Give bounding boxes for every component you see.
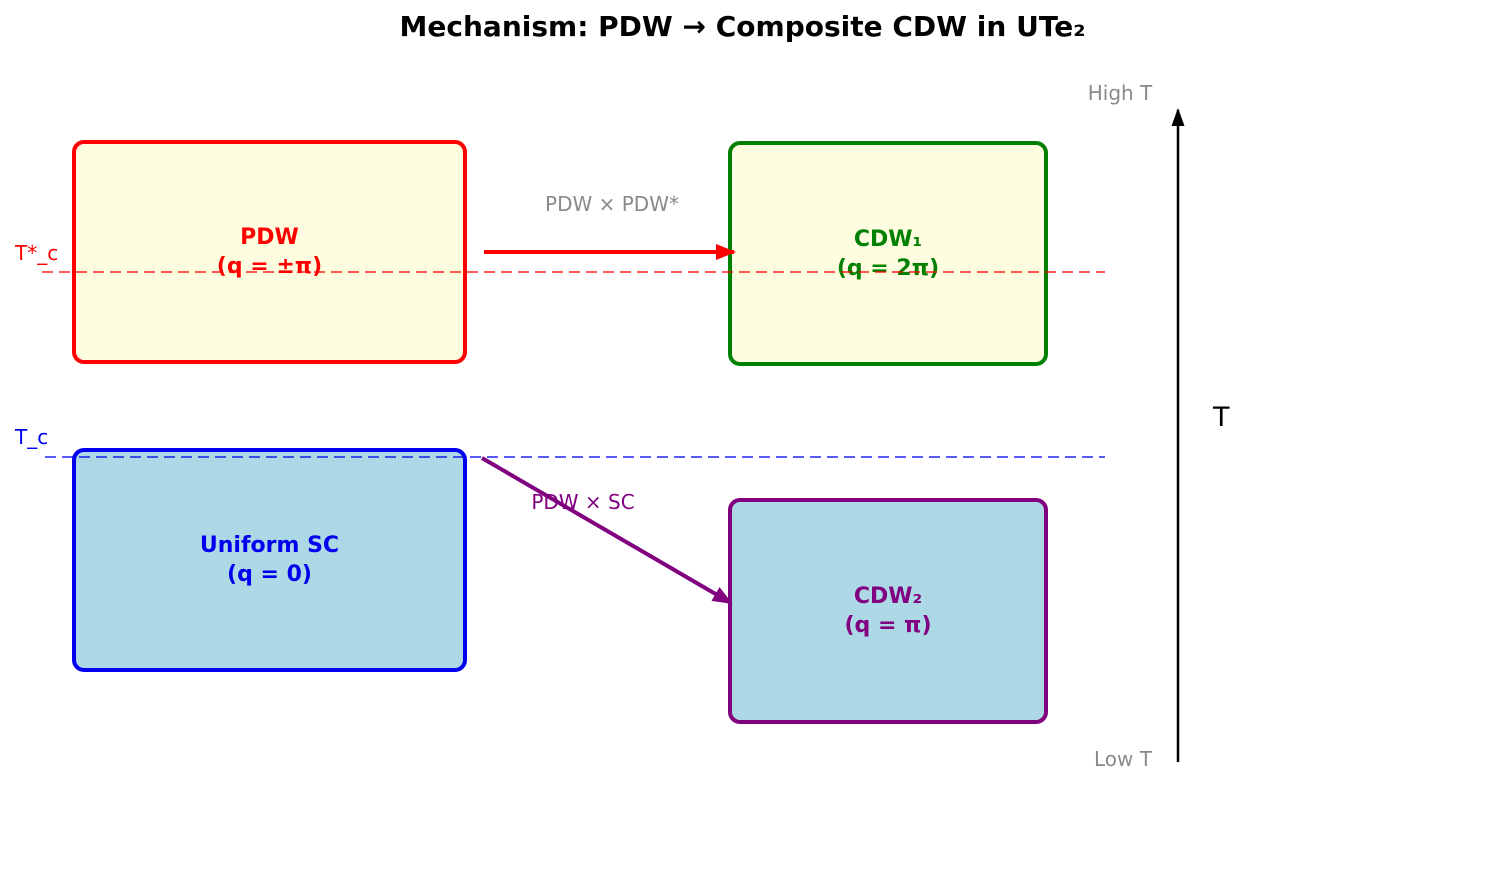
cdw2-box-wavevector: (q = π) bbox=[844, 613, 932, 638]
low-temperature-label: Low T bbox=[1094, 747, 1152, 771]
high-temperature-label: High T bbox=[1087, 81, 1153, 105]
cdw2-box-name: CDW₂ bbox=[853, 584, 923, 609]
cdw1-phase-box: CDW₁ (q = 2π) bbox=[728, 141, 1048, 366]
pdw-phase-box: PDW (q = ±π) bbox=[72, 140, 467, 364]
uniform-sc-phase-box: Uniform SC (q = 0) bbox=[72, 448, 467, 672]
t-star-c-transition-label: T*_c bbox=[15, 241, 59, 265]
sc-box-wavevector: (q = 0) bbox=[227, 562, 312, 587]
pdw-times-pdw-arrow-label: PDW × PDW* bbox=[545, 192, 679, 216]
temperature-axis-label: T bbox=[1213, 402, 1230, 433]
cdw2-phase-box: CDW₂ (q = π) bbox=[728, 498, 1048, 724]
sc-box-name: Uniform SC bbox=[199, 533, 340, 558]
cdw1-box-name: CDW₁ bbox=[853, 226, 923, 252]
diagram-title: Mechanism: PDW → Composite CDW in UTe₂ bbox=[399, 10, 1086, 43]
pdw-box-name: PDW bbox=[240, 225, 299, 250]
pdw-times-sc-arrow-label: PDW × SC bbox=[531, 490, 635, 514]
cdw1-box-wavevector: (q = 2π) bbox=[836, 255, 940, 281]
t-c-transition-label: T_c bbox=[15, 425, 49, 449]
sc-to-cdw2-arrow bbox=[480, 456, 733, 605]
pdw-box-wavevector: (q = ±π) bbox=[216, 254, 323, 279]
